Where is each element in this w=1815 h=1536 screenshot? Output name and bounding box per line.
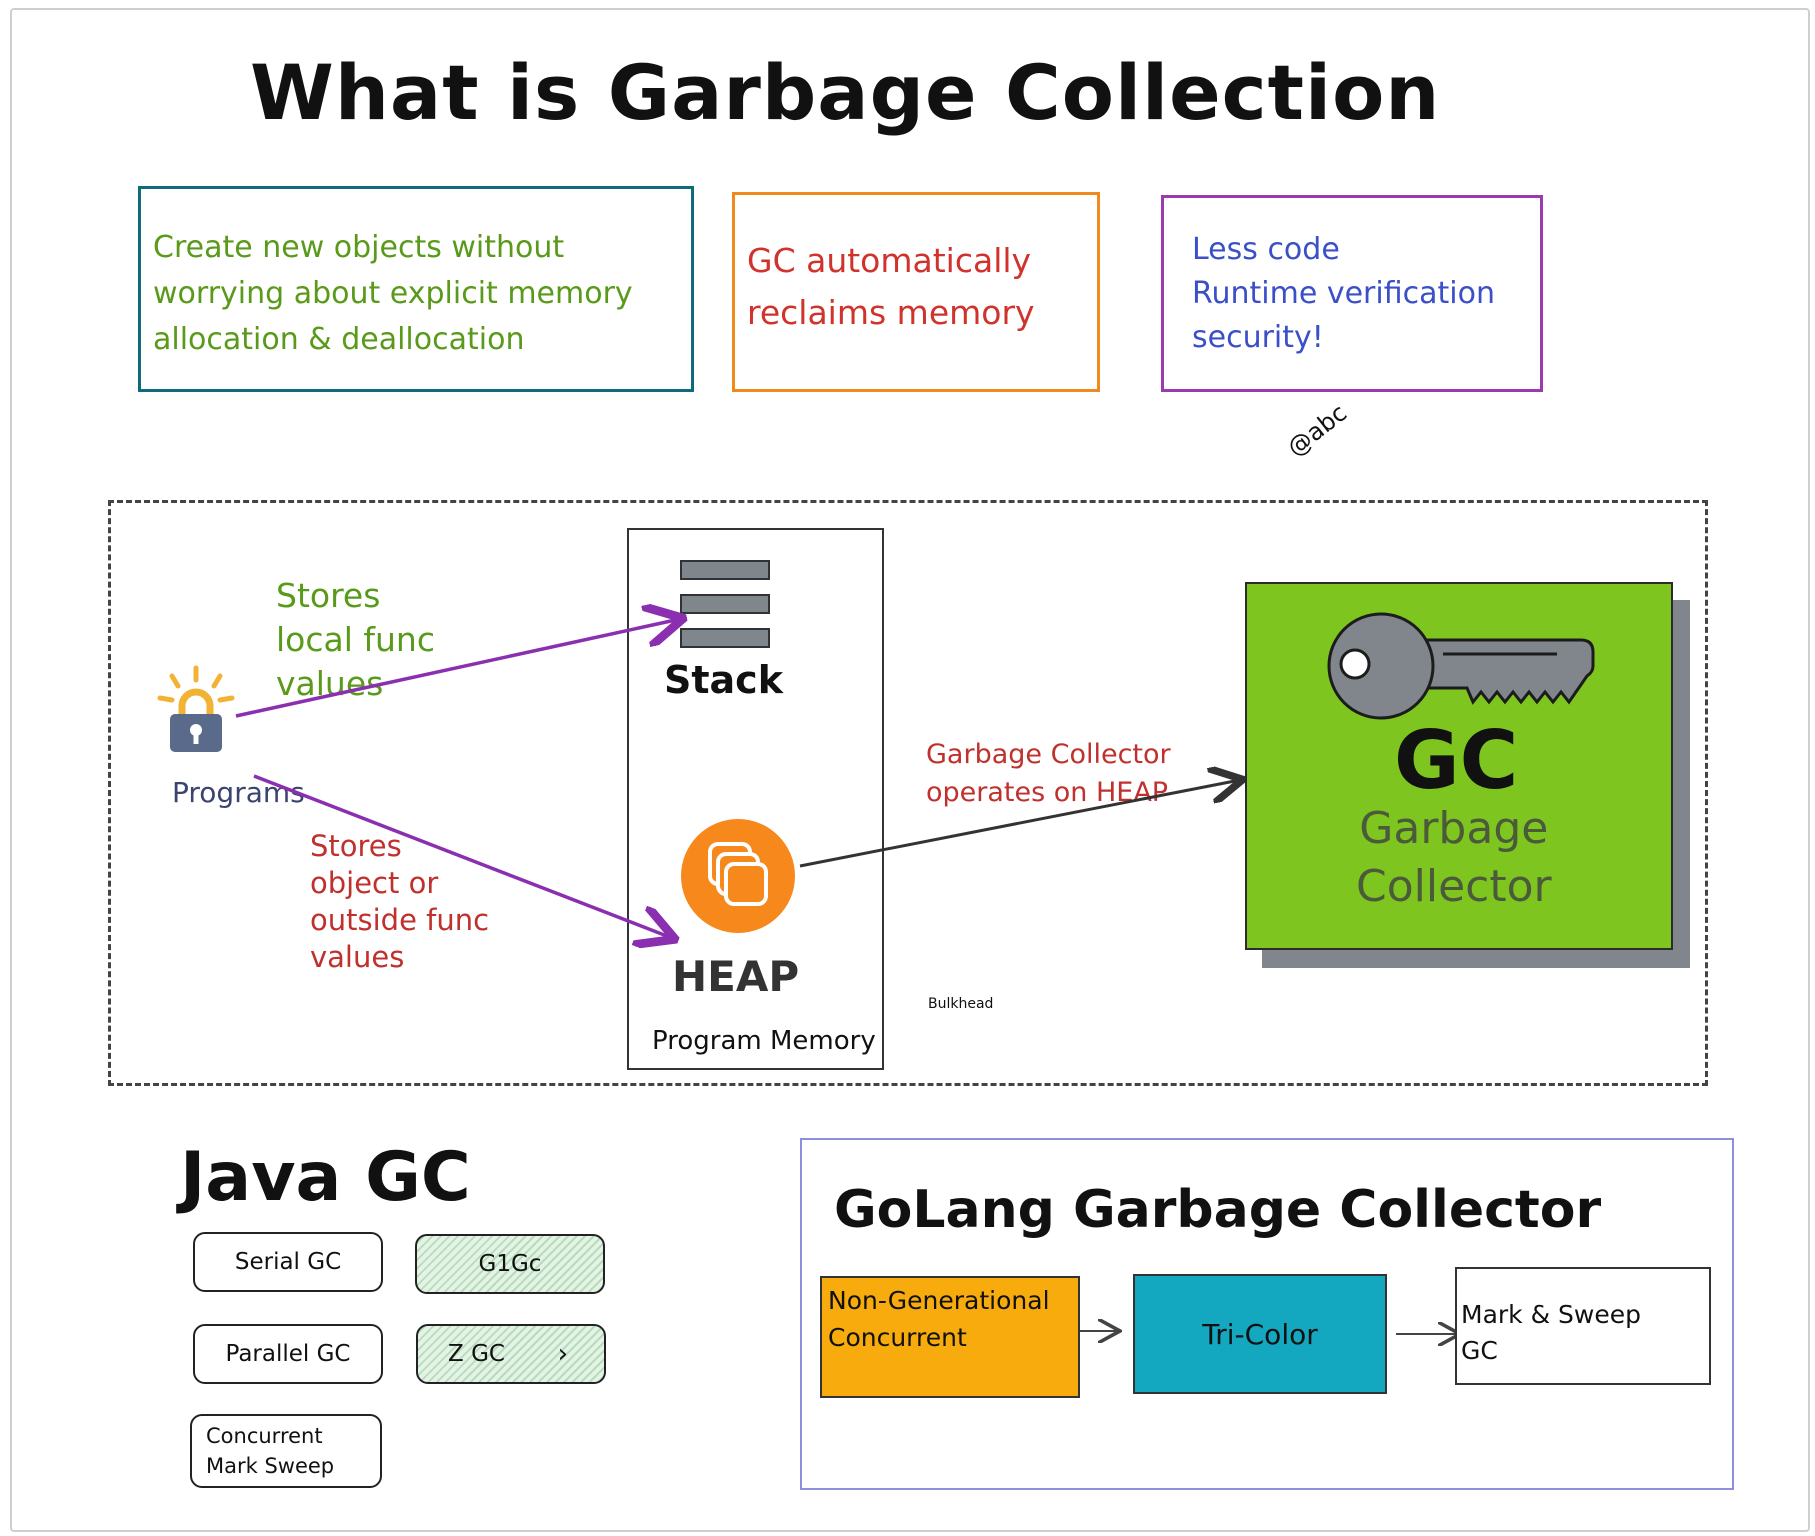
lock-icon bbox=[157, 665, 235, 752]
label-line: Garbage Collector bbox=[926, 739, 1171, 770]
arrow-heap-to-gc bbox=[799, 780, 1240, 868]
stores-object-label: Stores object or outside func values bbox=[310, 828, 489, 976]
bulkhead-label: Bulkhead bbox=[928, 996, 994, 1012]
cms-gc-tag: Concurrent Mark Sweep bbox=[190, 1414, 382, 1488]
card-line: reclaims memory bbox=[747, 293, 1035, 332]
card-line: Less code bbox=[1192, 232, 1340, 267]
nongenerational-step: Non-Generational Concurrent bbox=[820, 1276, 1080, 1398]
label-line: object or bbox=[310, 866, 439, 900]
cms-label: Concurrent Mark Sweep bbox=[206, 1424, 335, 1478]
tricolor-label: Tri-Color bbox=[1202, 1317, 1318, 1351]
g1gc-tag: G1Gc bbox=[415, 1234, 605, 1294]
heap-icon bbox=[681, 819, 795, 933]
nongenerational-label: Non-Generational Concurrent bbox=[828, 1286, 1050, 1352]
gc-operates-label: Garbage Collector operates on HEAP bbox=[926, 736, 1171, 812]
gc-title: GC bbox=[1394, 714, 1519, 807]
arrow-to-heap bbox=[253, 774, 672, 938]
card-line: security! bbox=[1192, 320, 1324, 355]
label-line: Stores bbox=[276, 576, 381, 615]
tricolor-step: Tri-Color bbox=[1133, 1274, 1387, 1394]
gc-subtitle: Garbage Collector bbox=[1356, 800, 1552, 916]
card-explicit-memory: Create new objects without worrying abou… bbox=[138, 186, 694, 392]
stores-local-label: Stores local func values bbox=[276, 574, 435, 706]
page-title: What is Garbage Collection bbox=[250, 48, 1441, 137]
label-line: Stores bbox=[310, 829, 402, 863]
card-line: allocation & deallocation bbox=[153, 322, 525, 357]
card-gc-reclaims: GC automatically reclaims memory bbox=[732, 192, 1100, 392]
golang-title: GoLang Garbage Collector bbox=[834, 1180, 1602, 1240]
label-line: Collector bbox=[1356, 861, 1552, 912]
z-gc-label: Z GC bbox=[448, 1341, 505, 1367]
stack-label: Stack bbox=[664, 658, 783, 702]
arrow-to-stack bbox=[235, 619, 680, 718]
marksweep-label: Mark & Sweep GC bbox=[1461, 1300, 1641, 1365]
serial-gc-tag: Serial GC bbox=[193, 1232, 383, 1292]
programs-label: Programs bbox=[172, 776, 305, 809]
card-line: Create new objects without bbox=[153, 230, 565, 265]
stack-frame bbox=[680, 560, 770, 580]
label-line: outside func bbox=[310, 903, 490, 937]
program-memory-label: Program Memory bbox=[652, 1026, 876, 1056]
card-benefits: Less code Runtime verification security! bbox=[1161, 195, 1543, 392]
card-line: worrying about explicit memory bbox=[153, 276, 633, 311]
label-line: Garbage bbox=[1359, 803, 1549, 854]
parallel-gc-tag: Parallel GC bbox=[193, 1324, 383, 1384]
card-line: Runtime verification bbox=[1192, 276, 1495, 311]
memory-diagram-container bbox=[108, 500, 1708, 1086]
chevron-right-icon: › bbox=[557, 1339, 568, 1369]
label-line: local func bbox=[276, 620, 435, 659]
marksweep-step: Mark & Sweep GC bbox=[1455, 1267, 1711, 1385]
label-line: values bbox=[310, 940, 405, 974]
key-icon bbox=[1327, 612, 1595, 720]
z-gc-tag: Z GC › bbox=[416, 1324, 606, 1384]
heap-label: HEAP bbox=[672, 952, 800, 1001]
card-line: GC automatically bbox=[747, 241, 1032, 280]
java-gc-title: Java GC bbox=[180, 1138, 471, 1217]
golang-gc-panel bbox=[800, 1138, 1734, 1490]
